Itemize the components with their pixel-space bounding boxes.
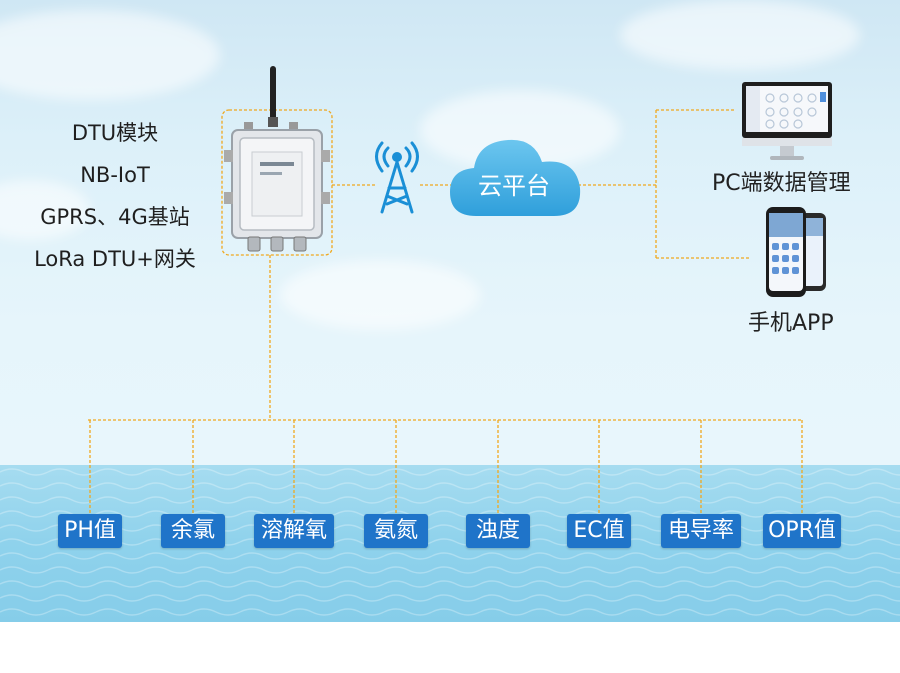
sensor-badge-turbidity[interactable]: 浊度: [466, 514, 530, 548]
device-line-1: DTU模块: [71, 121, 159, 145]
background-cloud: [280, 260, 480, 330]
pc-management-label: PC端数据管理: [712, 171, 851, 196]
background-cloud: [0, 10, 220, 100]
device-frame: [221, 109, 333, 256]
device-line-4: LoRa DTU+网关: [34, 247, 196, 271]
device-line-3: GPRS、4G基站: [40, 205, 190, 229]
mobile-app-label: 手机APP: [748, 311, 834, 336]
background-cloud: [620, 0, 860, 70]
sensor-badge-ec[interactable]: EC值: [567, 514, 631, 548]
sensor-badge-dissolved-oxygen[interactable]: 溶解氧: [254, 514, 334, 548]
device-line-2: NB-IoT: [80, 163, 150, 187]
water-background: [0, 465, 900, 622]
water-waves: [0, 465, 900, 622]
sensor-badge-conductivity[interactable]: 电导率: [661, 514, 741, 548]
mobile-phone-icon: [766, 207, 826, 297]
sensor-badge-ph[interactable]: PH值: [58, 514, 122, 548]
cloud-platform-label: 云平台: [478, 172, 550, 200]
sensor-badge-residual-chlorine[interactable]: 余氯: [161, 514, 225, 548]
antenna-icon: [270, 66, 276, 124]
device-description: DTU模块 NB-IoT GPRS、4G基站 LoRa DTU+网关: [20, 112, 210, 280]
sensor-badge-ammonia-nitrogen[interactable]: 氨氮: [364, 514, 428, 548]
cloud-platform-icon[interactable]: [446, 128, 584, 223]
dtu-device: [224, 66, 330, 252]
pc-monitor-icon: [742, 82, 832, 160]
sensor-badge-opr[interactable]: OPR值: [763, 514, 841, 548]
ground-strip: [0, 622, 900, 673]
signal-tower-icon: [375, 141, 419, 214]
